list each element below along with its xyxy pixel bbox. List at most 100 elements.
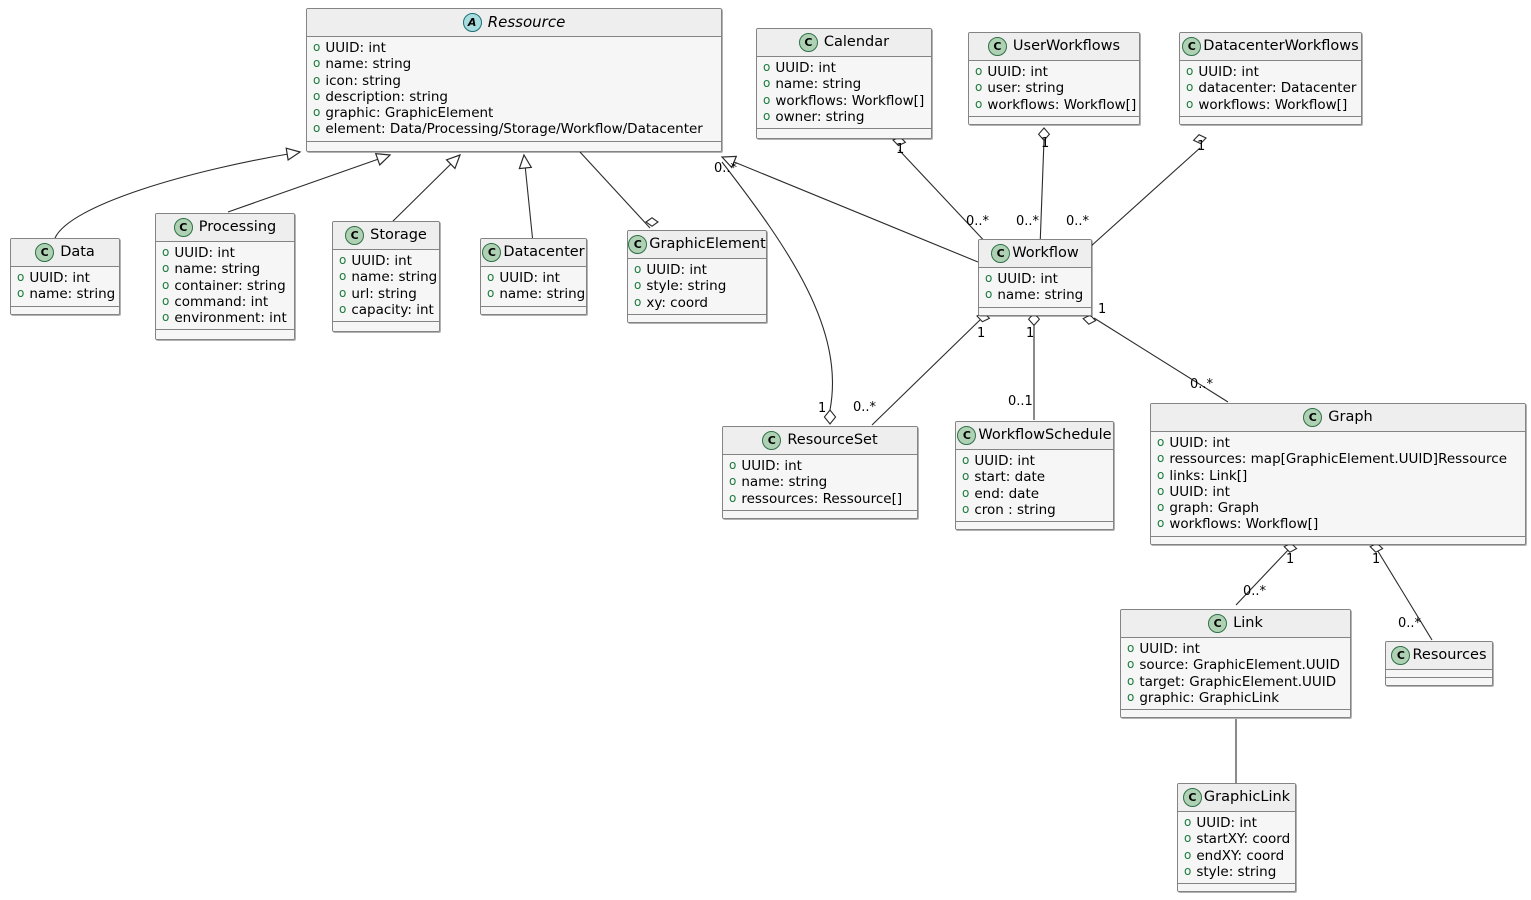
edge-datacenter-ressource [518, 153, 534, 244]
attribute-text: UUID: int [1169, 435, 1230, 451]
class-header-data: C Data [11, 239, 119, 267]
public-visibility-icon: o [729, 474, 737, 489]
class-header-userworkflows: C UserWorkflows [969, 33, 1139, 61]
multiplicity-calendar-workflow-src: 1 [896, 142, 905, 157]
attribute-text: links: Link[] [1169, 467, 1248, 484]
public-visibility-icon: o [962, 501, 970, 516]
public-visibility-icon: o [1157, 451, 1165, 466]
class-name-graph: Graph [1328, 409, 1373, 426]
multiplicity-workflow-resourceset-src: 1 [977, 326, 986, 341]
public-visibility-icon: o [1157, 467, 1165, 482]
class-marker-icon: C [762, 431, 782, 450]
public-visibility-icon: o [1157, 516, 1165, 531]
class-name-ressource: Ressource [487, 12, 566, 31]
public-visibility-icon: o [1157, 500, 1165, 515]
public-visibility-icon: o [975, 96, 983, 111]
public-visibility-icon: o [313, 88, 321, 103]
class-marker-icon: C [1182, 37, 1202, 56]
attribute-text: command: int [174, 293, 269, 310]
public-visibility-icon: o [1184, 847, 1192, 862]
attribute-text: style: string [1196, 863, 1277, 880]
class-methods-userworkflows [969, 116, 1139, 124]
public-visibility-icon: o [1127, 689, 1135, 704]
multiplicity-workflow-resourceset-dst: 0..* [853, 400, 877, 415]
public-visibility-icon: o [634, 278, 642, 293]
public-visibility-icon: o [313, 40, 321, 54]
class-methods-calendar [757, 129, 931, 139]
attribute-text: workflows: Workflow[] [1169, 516, 1319, 533]
attribute-text: UUID: int [775, 60, 836, 76]
multiplicity-graph-resources-src: 1 [1372, 552, 1381, 567]
class-box-resources[interactable]: C Resources [1385, 641, 1493, 686]
attribute-text: ressources: map[GraphicElement.UUID]Ress… [1169, 451, 1508, 468]
attribute-text: name: string [997, 287, 1084, 304]
class-marker-icon: C [798, 33, 818, 52]
attribute-text: user: string [987, 80, 1065, 97]
class-name-calendar: Calendar [823, 34, 890, 51]
attribute-text: endXY: coord [1196, 847, 1285, 864]
attribute-row: o environment: int [162, 310, 288, 326]
public-visibility-icon: o [487, 270, 495, 284]
attribute-text: workflows: Workflow[] [987, 96, 1137, 113]
class-header-storage: C Storage [333, 222, 439, 250]
public-visibility-icon: o [962, 469, 970, 484]
class-attributes-resources [1386, 670, 1492, 678]
multiplicity-workflow-graph-src: 1 [1098, 302, 1107, 317]
multiplicity-ressource-resourceset-dst: 1 [818, 401, 827, 416]
class-header-graphiclink: C GraphicLink [1178, 784, 1295, 812]
multiplicity-datacenterworkflows-workflow-dst: 0..* [1066, 214, 1090, 229]
class-header-resources: C Resources [1386, 642, 1492, 670]
attribute-text: target: GraphicElement.UUID [1139, 673, 1337, 690]
class-header-calendar: C Calendar [757, 29, 931, 57]
edge-ressource-graphicelement [579, 151, 651, 229]
attribute-text: name: string [325, 56, 412, 73]
attribute-text: UUID: int [741, 458, 802, 474]
edge-processing-ressource [227, 152, 392, 213]
public-visibility-icon: o [162, 310, 170, 325]
attribute-text: environment: int [174, 310, 287, 327]
multiplicity-graph-link-src: 1 [1286, 552, 1295, 567]
public-visibility-icon: o [339, 285, 347, 300]
class-methods-ressource [307, 141, 721, 151]
attribute-text: style: string [646, 278, 727, 295]
public-visibility-icon: o [17, 286, 25, 301]
public-visibility-icon: o [763, 92, 771, 107]
class-header-processing: C Processing [156, 214, 294, 242]
attribute-text: name: string [351, 269, 438, 286]
class-header-resourceset: C ResourceSet [723, 427, 917, 455]
attribute-row: o workflows: Workflow[] [1157, 516, 1519, 532]
class-marker-icon: C [345, 226, 365, 245]
public-visibility-icon: o [487, 286, 495, 301]
